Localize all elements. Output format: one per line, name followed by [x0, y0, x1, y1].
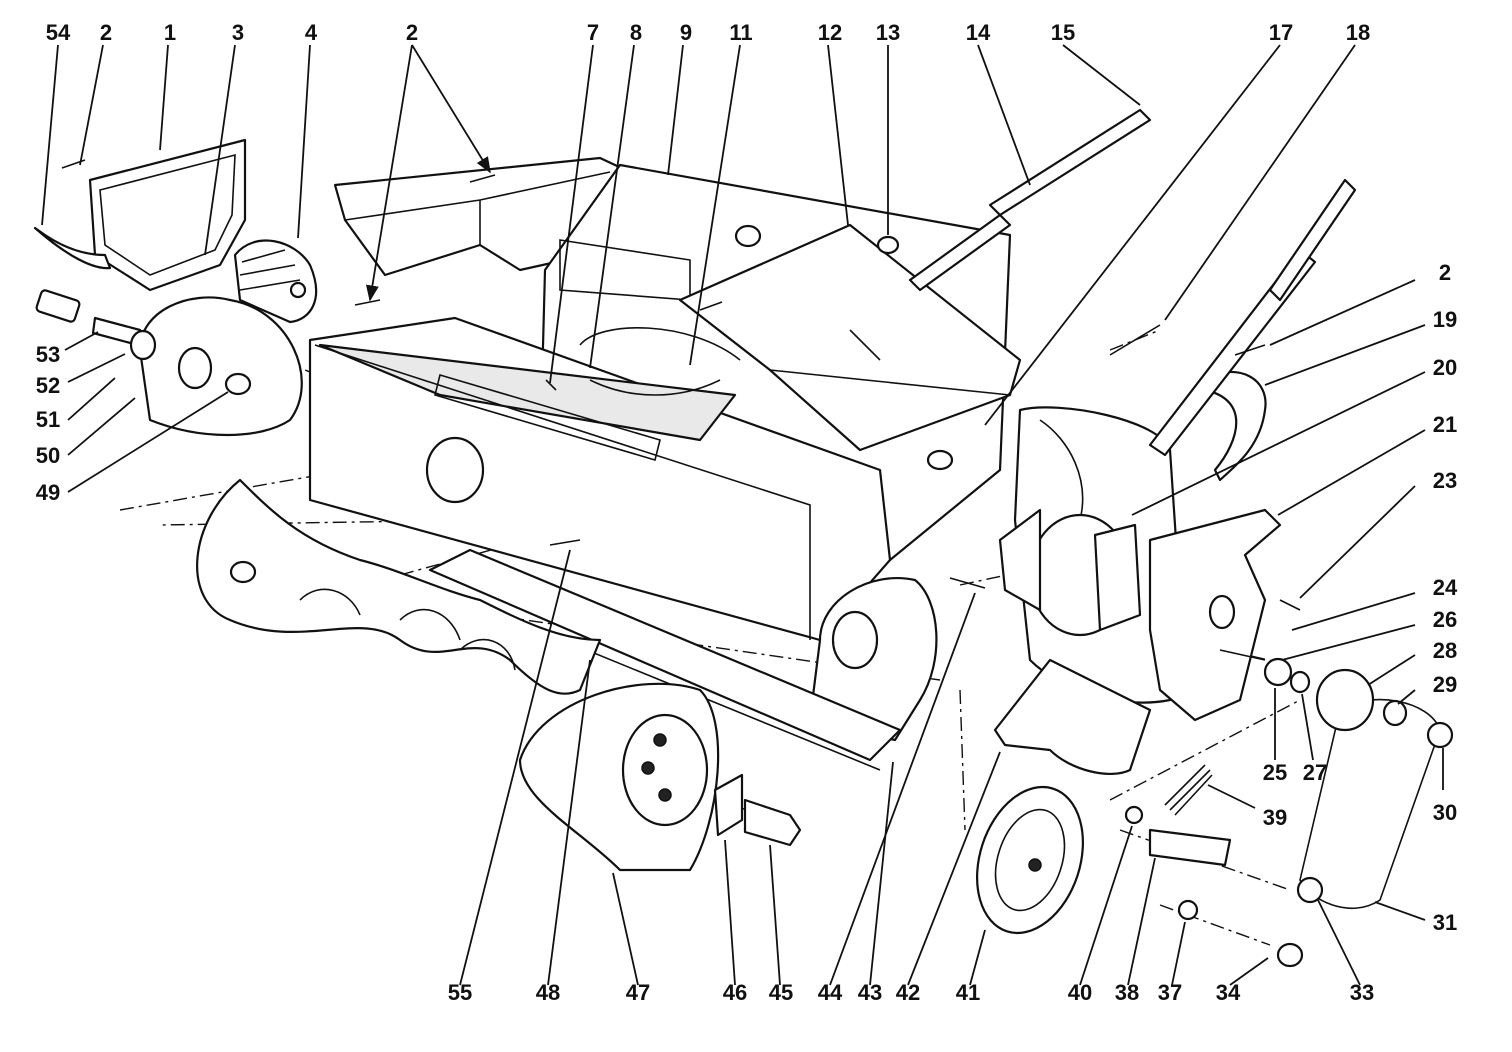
callout-11: 11: [729, 20, 752, 45]
chute-deflector: [333, 156, 632, 277]
callout-31: 31: [1433, 910, 1457, 935]
callout-26: 26: [1433, 607, 1457, 632]
callout-49: 49: [36, 480, 60, 505]
left-shaft: [35, 289, 157, 361]
left-side-cover: [33, 138, 247, 292]
callout-17: 17: [1269, 20, 1293, 45]
callout-54: 54: [46, 20, 71, 45]
auger-end-wheel: [518, 682, 720, 872]
callout-52: 52: [36, 373, 60, 398]
callout-24: 24: [1433, 575, 1458, 600]
callout-46: 46: [723, 980, 747, 1005]
callout-53: 53: [36, 342, 60, 367]
callout-28: 28: [1433, 638, 1457, 663]
callout-41: 41: [956, 980, 980, 1005]
callout-55: 55: [448, 980, 472, 1005]
callout-2-c: 2: [1439, 260, 1451, 285]
callout-20: 20: [1433, 355, 1457, 380]
right-handle-bracket: [1198, 370, 1267, 482]
engine-pulley-housing: [998, 508, 1142, 637]
idler-pulley: [975, 785, 1085, 935]
handle-tubes: [908, 108, 1357, 457]
callout-30: 30: [1433, 800, 1457, 825]
lower-belt-cover: [993, 658, 1152, 775]
idler-arm: [1148, 764, 1232, 867]
drawing: [33, 108, 1454, 968]
callout-3: 3: [232, 20, 244, 45]
drive-belt: [1299, 698, 1441, 910]
auger-housing: [308, 316, 892, 642]
callout-48: 48: [536, 980, 560, 1005]
callout-29: 29: [1433, 672, 1457, 697]
callout-14: 14: [966, 20, 991, 45]
callout-13: 13: [876, 20, 900, 45]
callout-51: 51: [36, 407, 60, 432]
callout-12: 12: [818, 20, 842, 45]
callout-21: 21: [1433, 412, 1457, 437]
callout-labels: 54 2 1 3 4 2 7 8 9 11 12 13 14 15 17 18 …: [36, 20, 1458, 1005]
callout-45: 45: [769, 980, 793, 1005]
callout-47: 47: [626, 980, 650, 1005]
callout-2-a: 2: [100, 20, 112, 45]
callout-34: 34: [1216, 980, 1241, 1005]
callout-15: 15: [1051, 20, 1075, 45]
callout-50: 50: [36, 443, 60, 468]
callout-27: 27: [1303, 760, 1327, 785]
callout-4: 4: [305, 20, 318, 45]
callout-44: 44: [818, 980, 843, 1005]
callout-7: 7: [587, 20, 599, 45]
callout-1: 1: [164, 20, 176, 45]
callout-38: 38: [1115, 980, 1139, 1005]
top-cover: [678, 223, 1022, 452]
auger: [196, 478, 602, 695]
callout-23: 23: [1433, 468, 1457, 493]
callout-19: 19: [1433, 307, 1457, 332]
callout-42: 42: [896, 980, 920, 1005]
callout-43: 43: [858, 980, 882, 1005]
callout-25: 25: [1263, 760, 1287, 785]
callout-40: 40: [1068, 980, 1092, 1005]
left-gear-housing: [233, 239, 318, 324]
housing-end-plate: [808, 577, 938, 742]
callout-39: 39: [1263, 805, 1287, 830]
mounting-plate: [1148, 508, 1282, 722]
drive-pulley: [1315, 668, 1408, 732]
callout-9: 9: [680, 20, 692, 45]
callout-8: 8: [630, 20, 642, 45]
leader-lines: [41, 44, 1444, 986]
callout-18: 18: [1346, 20, 1370, 45]
left-bearing-plate: [138, 296, 303, 437]
callout-2-b: 2: [406, 20, 418, 45]
callout-37: 37: [1158, 980, 1182, 1005]
callout-33: 33: [1350, 980, 1374, 1005]
